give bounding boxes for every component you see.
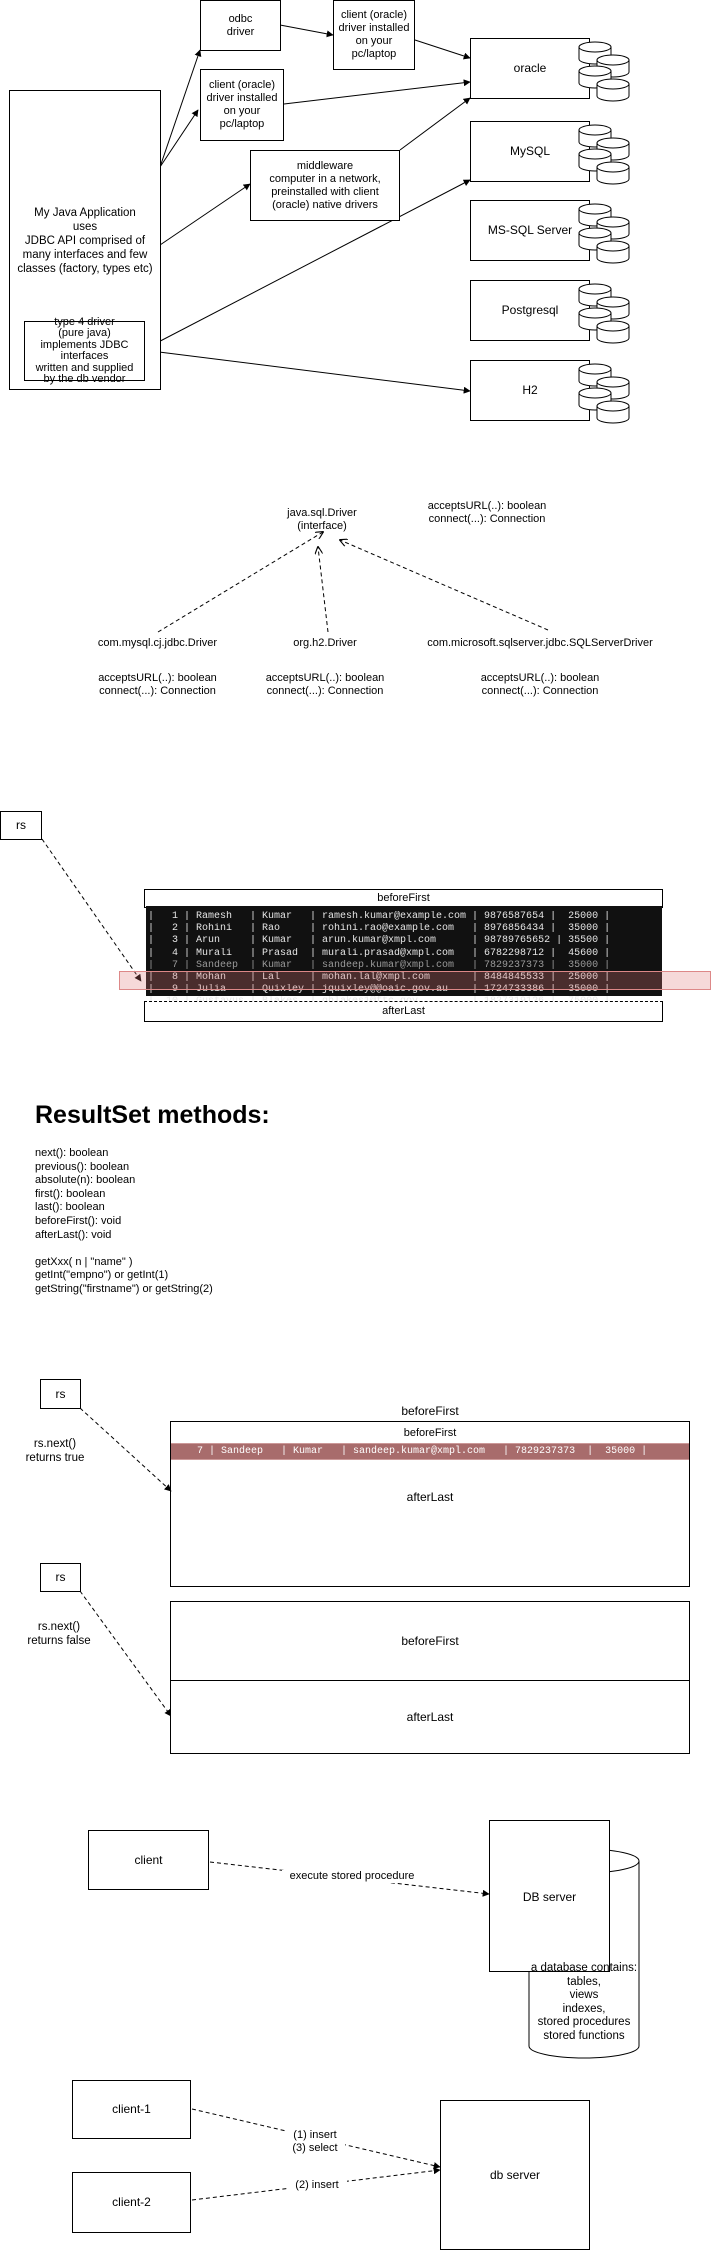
client-oracle-driver-mid: client (oracle) driver installed on your… xyxy=(200,69,284,141)
next-false-caption: rs.next() returns false xyxy=(27,1621,91,1647)
table-row: | 2 | Rohini | Rao | rohini.rao@example.… xyxy=(148,923,611,935)
arrow-client-mid-to-oracle xyxy=(283,79,471,105)
table-row: | 8 | Mohan | Lal | mohan.lal@xmpl.com |… xyxy=(148,972,611,984)
before-first-frame-next-true xyxy=(170,1421,690,1587)
resultset-methods-list: next(): boolean previous(): boolean abso… xyxy=(35,1147,213,1295)
next-true-caption: rs.next() returns true xyxy=(25,1438,85,1464)
arrow-app-to-middleware xyxy=(159,183,251,246)
database-stack-icon xyxy=(578,124,630,185)
rs-label-next-false: rs xyxy=(40,1563,81,1592)
database-contents: a database contains: tables, views index… xyxy=(530,1962,638,2042)
resultset-methods-heading: ResultSet methods: xyxy=(35,1101,270,1129)
arrow-app-to-odbc xyxy=(159,49,202,168)
current-row-next-true: 7 | Sandeep | Kumar | sandeep.kumar@xmpl… xyxy=(170,1443,690,1460)
client-1-box: client-1 xyxy=(72,2080,191,2139)
driver-implementation-name: com.microsoft.sqlserver.jdbc.SQLServerDr… xyxy=(427,637,653,649)
client2-edge-label: (2) insert xyxy=(287,2179,347,2192)
database-stack-icon xyxy=(578,283,630,344)
database-stack-icon xyxy=(578,203,630,264)
database-box-h2: H2 xyxy=(470,360,590,421)
arrow-rs-next-false xyxy=(79,1590,172,1717)
arrow-client-top-to-oracle xyxy=(414,39,471,60)
current-row-highlight xyxy=(119,971,711,990)
arrow-type4-to-h2 xyxy=(142,349,471,394)
after-last-box-next-false: afterLast xyxy=(170,1680,690,1754)
middleware-box: middleware computer in a network, preins… xyxy=(250,150,400,221)
before-first-box-next-false: beforeFirst xyxy=(170,1601,690,1682)
database-box-postgresql: Postgresql xyxy=(470,280,590,341)
after-last-box: afterLast xyxy=(144,1001,663,1022)
database-stack-icon xyxy=(578,41,630,102)
driver-implementation-name: com.mysql.cj.jdbc.Driver xyxy=(97,637,218,649)
execute-stored-procedure-label: execute stored procedure xyxy=(282,1870,422,1883)
java-sql-driver-interface: java.sql.Driver (interface) xyxy=(287,507,357,532)
driver-implementation-name: org.h2.Driver xyxy=(293,637,357,649)
interface-methods: acceptsURL(..): boolean connect(...): Co… xyxy=(427,500,547,525)
table-row: | 7 | Sandeep | Kumar | sandeep.kumar@xm… xyxy=(148,959,611,971)
db-server-box: DB server xyxy=(489,1820,610,1972)
arrow-odbc-to-client-top xyxy=(279,24,334,38)
client1-edge-label: (1) insert (3) select xyxy=(285,2129,345,2155)
row-text-next-true: 7 | Sandeep | Kumar | sandeep.kumar@xmpl… xyxy=(173,1446,648,1457)
database-stack-icon xyxy=(578,363,630,424)
arrow-h2-driver-to-interface xyxy=(318,547,329,633)
driver-implementation-methods: acceptsURL(..): boolean connect(...): Co… xyxy=(98,672,217,697)
table-row: | 3 | Arun | Kumar | arun.kumar@xmpl.com… xyxy=(148,935,611,947)
arrow-middleware-to-oracle xyxy=(399,97,471,151)
arrow-sqlserver-driver-to-interface xyxy=(340,540,549,631)
after-last-label-next-true: afterLast xyxy=(406,1490,454,1504)
database-box-ms-sql-server: MS-SQL Server xyxy=(470,200,590,261)
rs-label-next-true: rs xyxy=(40,1379,81,1409)
before-first-label-next-true: beforeFirst xyxy=(401,1404,459,1418)
client-oracle-driver-top: client (oracle) driver installed on your… xyxy=(333,0,415,70)
driver-implementation-methods: acceptsURL(..): boolean connect(...): Co… xyxy=(265,672,385,697)
arrow-mysql-driver-to-interface xyxy=(157,532,323,633)
arrow-app-to-client-mid xyxy=(159,109,199,168)
database-box-mysql: MySQL xyxy=(470,121,590,182)
odbc-driver-box: odbc driver xyxy=(200,0,281,51)
db-server-box-concurrency: db server xyxy=(440,2100,590,2250)
arrow-type4-to-mysql xyxy=(142,179,471,351)
table-row: | 1 | Ramesh | Kumar | ramesh.kumar@exam… xyxy=(148,911,611,922)
type4-driver-box: type 4 driver (pure java) implements JDB… xyxy=(24,316,145,385)
client-2-box: client-2 xyxy=(72,2172,191,2233)
client-box: client xyxy=(88,1830,209,1890)
rs-cursor-label: rs xyxy=(0,811,42,840)
database-box-oracle: oracle xyxy=(470,38,590,99)
driver-implementation-methods: acceptsURL(..): boolean connect(...): Co… xyxy=(480,672,600,697)
table-row: | 4 | Murali | Prasad | murali.prasad@xm… xyxy=(148,947,611,959)
arrow-rs-cursor xyxy=(41,838,142,982)
